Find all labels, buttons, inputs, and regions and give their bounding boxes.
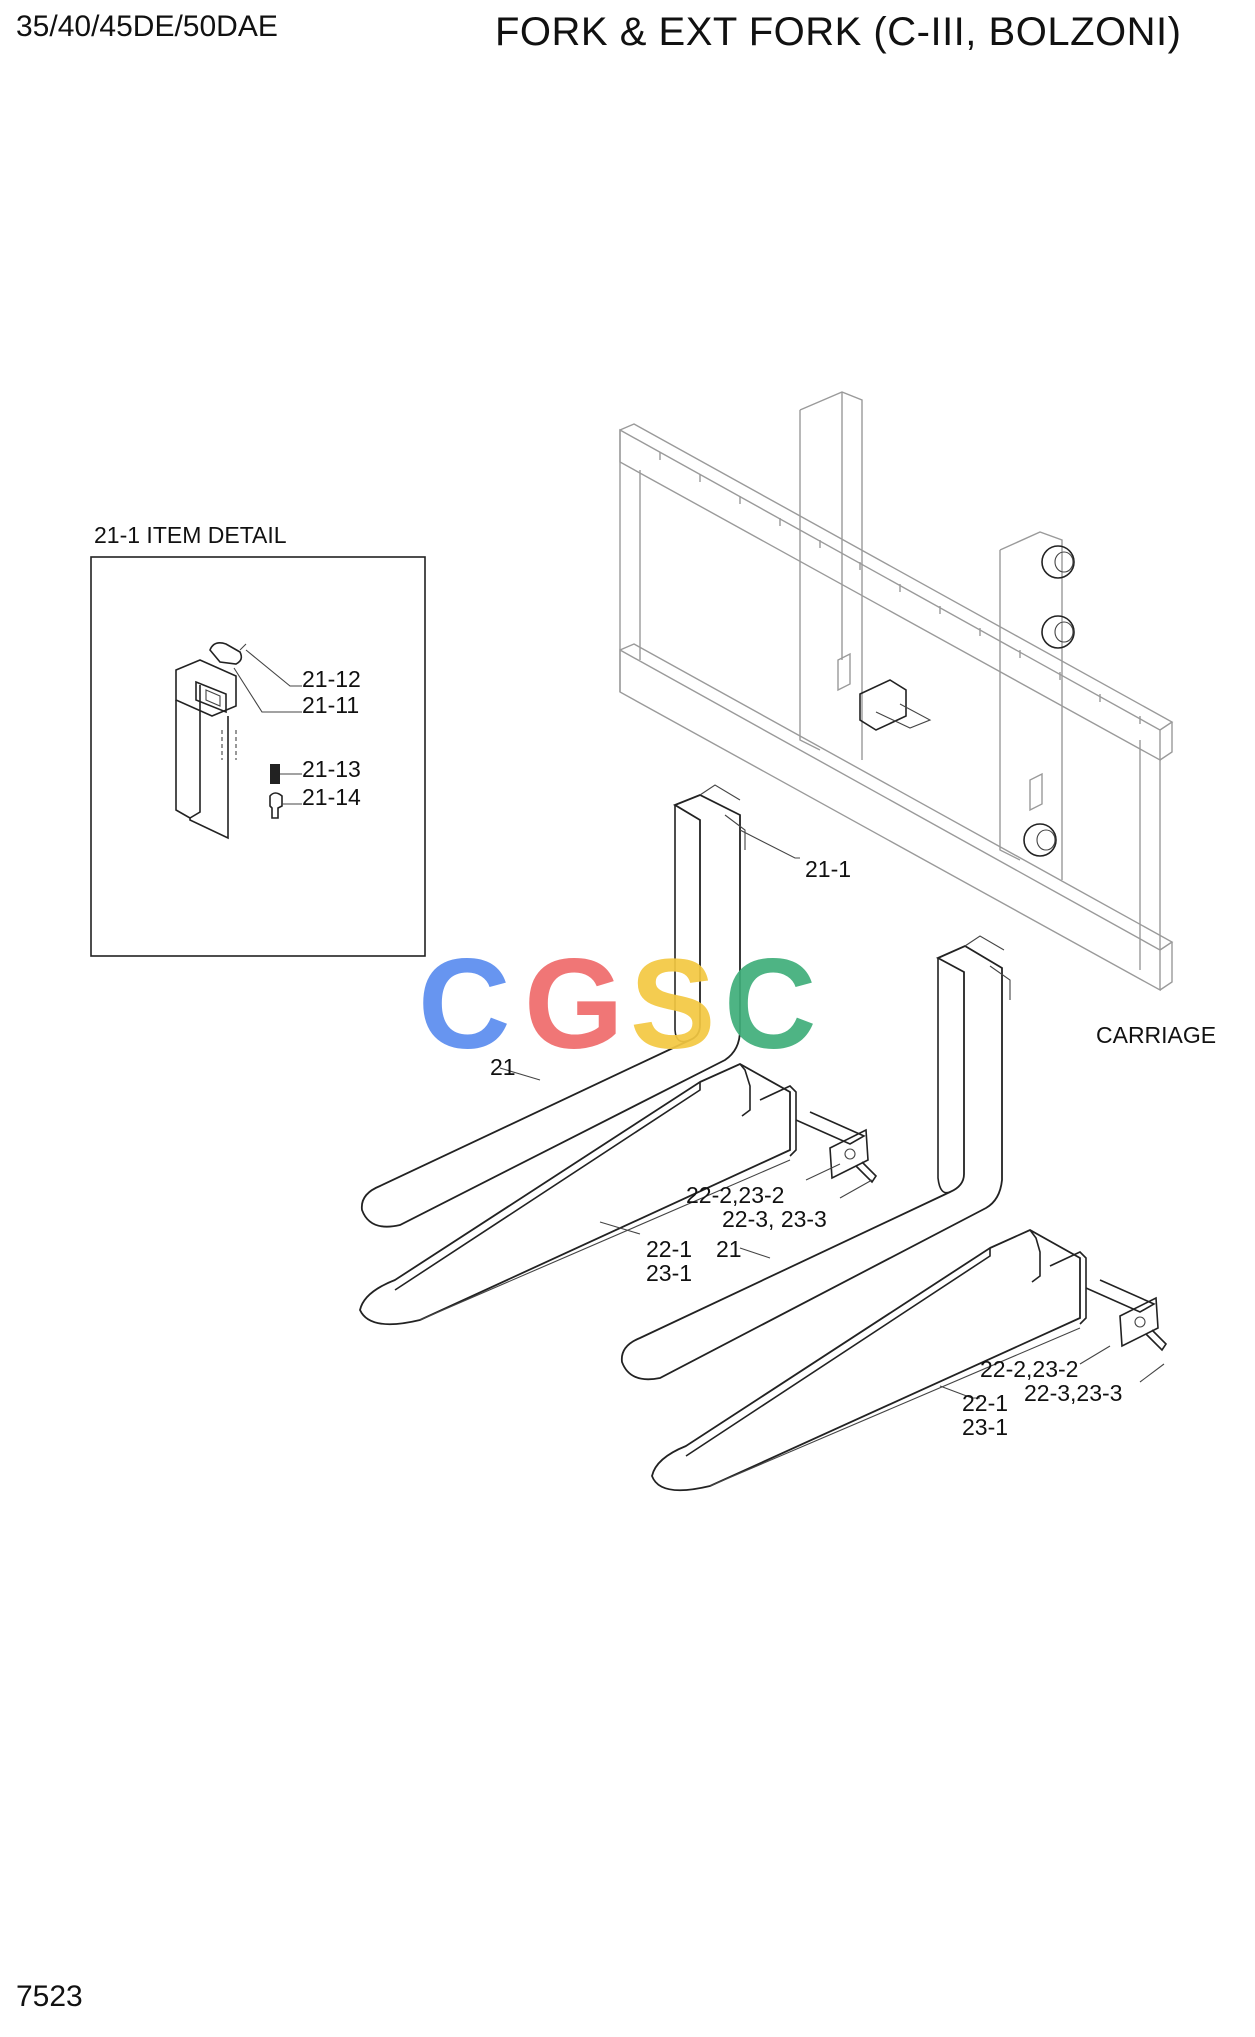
roller-1 [1041,545,1075,579]
roller-3 [1023,823,1057,857]
watermark-letter-c1: C [418,933,510,1076]
callout-ext-right-22-1: 22-1 [962,1390,1009,1416]
callout-ext-pin-left: 22-2,23-2 [686,1182,785,1208]
latch-detail [209,642,247,665]
callout-fork-right: 21 [716,1236,742,1262]
spring-detail [270,764,280,784]
callout-carriage: CARRIAGE [1096,1022,1217,1048]
hook-plate-detail [175,659,237,840]
detail-label-21-14: 21-14 [302,784,361,810]
model-number: 35/40/45DE/50DAE [16,10,278,43]
callout-ext-right-23-1: 23-1 [962,1414,1009,1440]
callout-ext-left-23-1: 23-1 [646,1260,693,1286]
detail-label-21-11: 21-11 [302,692,360,718]
callout-21-1: 21-1 [805,856,852,882]
roller-2 [1041,615,1075,649]
detail-box-title: 21-1 ITEM DETAIL [94,522,287,548]
watermark: C G S C [418,933,816,1076]
callout-ext-left-22-1: 22-1 [646,1236,693,1262]
ext-fork-right [651,1228,1168,1492]
fork-left [360,784,746,1228]
detail-box [90,556,426,957]
knob-detail [269,792,283,819]
callout-ext-pin-right: 22-2,23-2 [980,1356,1079,1382]
watermark-letter-g: G [524,933,624,1076]
detail-label-21-13: 21-13 [302,756,361,782]
fork-right [620,935,1011,1381]
leader-lines [499,829,1165,1399]
watermark-letter-s: S [630,933,715,1076]
detail-label-21-12: 21-12 [302,666,361,692]
page-title: FORK & EXT FORK (C-III, BOLZONI) [495,10,1182,54]
watermark-letter-c2: C [724,933,816,1076]
page-number: 7523 [16,1980,83,2013]
carriage-drawing [619,391,1174,992]
callout-ext-bolt-left: 22-3, 23-3 [722,1206,827,1232]
callout-fork-left: 21 [490,1054,516,1080]
ext-fork-left [359,1062,878,1326]
callout-ext-bolt-right: 22-3,23-3 [1024,1380,1123,1406]
